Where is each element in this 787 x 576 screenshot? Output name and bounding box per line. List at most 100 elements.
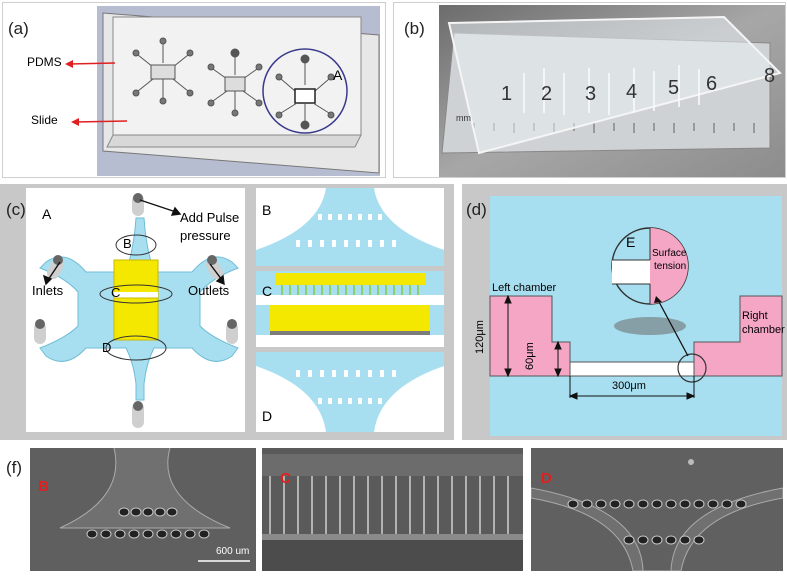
- dim-60-label: 60μm: [524, 342, 536, 370]
- pdms-edge: [106, 134, 362, 148]
- panel-c-main: A Add Pulse pressure Inlets Outlets B C …: [26, 188, 245, 432]
- oval-b-label: B: [123, 236, 132, 251]
- sem-c-bottom: [262, 540, 523, 571]
- detail-b: B: [256, 188, 444, 266]
- panel-f: (f) B 600 um: [0, 444, 787, 573]
- dim-300-label: 300μm: [612, 380, 646, 392]
- inlets-label: Inlets: [32, 283, 64, 298]
- bottom-electrode: [113, 297, 159, 341]
- detail-d-drawing: [256, 352, 444, 432]
- ruler-number-2: 2: [541, 83, 553, 105]
- ruler-number-1: 1: [501, 83, 513, 105]
- detail-c-label: C: [262, 283, 273, 299]
- annotation-arrows: [42, 199, 225, 286]
- panel-c-main-label: A: [42, 206, 52, 222]
- right-chamber-label-1: Right: [742, 310, 768, 322]
- zoom-arrow: [657, 299, 689, 357]
- detail-b-drawing: [256, 188, 444, 266]
- ruler-number-4: 4: [626, 81, 638, 103]
- detail-c-bottom-electrode: [270, 305, 430, 331]
- add-pulse-label-1: Add Pulse: [180, 210, 240, 225]
- slide-label: Slide: [31, 113, 58, 127]
- zoom-arrowhead: [654, 296, 662, 303]
- sem-c-drawing: [262, 448, 523, 571]
- sem-b-pillars-bottom: [86, 529, 210, 539]
- detail-c-top-electrode: [276, 273, 426, 285]
- dimension-300: [568, 376, 696, 400]
- ruler-mm-label: mm: [456, 113, 471, 123]
- sem-image-b: B 600 um: [30, 447, 256, 571]
- panel-d-label: (d): [466, 200, 487, 219]
- sem-b-label: B: [38, 478, 49, 495]
- sem-b-drawing: [30, 447, 256, 571]
- surface-tension-label-1: Surface: [652, 248, 687, 259]
- panel-d: (d) Left chamber Right chamber E Surface…: [462, 184, 787, 440]
- detail-d-label: D: [262, 408, 273, 424]
- detail-b-label: B: [262, 202, 272, 218]
- junction-circle: [677, 353, 707, 383]
- chip-ports: [523, 65, 700, 115]
- outlets-label: Outlets: [188, 283, 230, 298]
- panel-a: (a) PDMS Slide A: [2, 2, 386, 178]
- pdms-arrowhead: [65, 60, 73, 68]
- sem-d-drawing: [530, 448, 784, 572]
- sem-d-label: D: [541, 470, 552, 487]
- sem-b-pillars-top: [118, 507, 178, 517]
- scale-bar-label: 600 um: [216, 546, 250, 557]
- oval-b: [115, 234, 157, 256]
- ruler-number-5: 5: [668, 77, 680, 99]
- chip-schematic: [34, 193, 239, 428]
- sem-image-d: D: [530, 448, 784, 572]
- magnifier-channel: [612, 260, 650, 284]
- detail-c-drawing: [256, 271, 444, 347]
- sem-d-pillars-bottom: [623, 535, 705, 545]
- panel-d-drawing: [489, 196, 783, 436]
- gap-channel: [114, 292, 158, 298]
- detail-b-channel: [256, 188, 444, 266]
- panel-b: (b) 1 2 3 4 5 6 8 mm: [393, 2, 786, 178]
- detail-b-pillars: [296, 214, 396, 247]
- connecting-channel: [569, 361, 695, 377]
- sem-b-channel-walls: [59, 447, 231, 529]
- sem-d-pillars-top: [567, 499, 747, 509]
- pdms-arrow: [68, 62, 116, 65]
- magnifier-e-label: E: [626, 234, 636, 250]
- pdms-block: [112, 16, 362, 136]
- ruler-number-6: 6: [706, 73, 718, 95]
- oval-c-label: C: [111, 285, 121, 300]
- panel-a-drawing: [65, 6, 380, 176]
- sem-c-wall: [262, 534, 523, 540]
- sem-c-channels: [269, 476, 509, 534]
- panel-c: A Add Pulse pressure Inlets Outlets B C …: [0, 184, 454, 440]
- surface-tension-label-2: tension: [654, 261, 687, 272]
- detail-d-channel: [256, 352, 444, 432]
- sem-c-label: C: [280, 470, 291, 487]
- chip-unit-3: [275, 54, 335, 130]
- sem-d-particle: [688, 459, 694, 465]
- panel-c-label: (c): [6, 200, 26, 219]
- detail-c-gap: [256, 295, 444, 305]
- chip-unit-2: [207, 48, 263, 117]
- panel-a-label: (a): [8, 19, 29, 38]
- dimension-120: [504, 294, 512, 378]
- detail-c-bottom-band: [256, 335, 444, 347]
- right-chamber-label-2: chamber: [742, 324, 785, 336]
- detail-d-pillars: [296, 370, 396, 404]
- detail-d: D: [256, 352, 444, 432]
- oval-d-label: D: [102, 340, 112, 355]
- panel-b-label: (b): [404, 19, 425, 38]
- slide-arrow: [74, 120, 128, 123]
- ruler-number-3: 3: [585, 83, 597, 105]
- panel-f-label: (f): [6, 458, 23, 477]
- detail-c: C: [256, 271, 444, 347]
- pdms-chip-photo: [447, 15, 782, 155]
- oval-d: [105, 335, 167, 361]
- ruler-number-8: 8: [764, 65, 776, 87]
- dimension-60: [554, 340, 562, 378]
- shadow-ellipse: [614, 317, 686, 335]
- sem-c-top-band: [262, 454, 523, 476]
- highlight-circle: [262, 48, 348, 134]
- dim-120-label: 120μm: [474, 320, 486, 354]
- panel-b-photo: [439, 5, 785, 177]
- chip-unit-1: [132, 37, 194, 105]
